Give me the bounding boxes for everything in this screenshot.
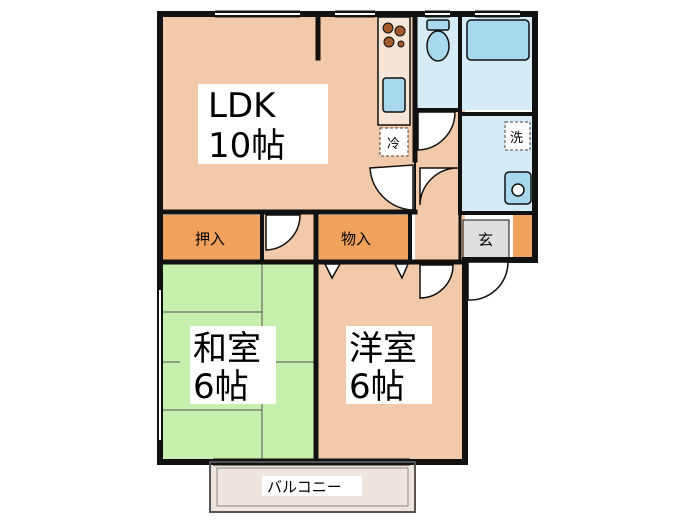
- entry-door: [467, 261, 509, 301]
- oshiire-door: [265, 214, 301, 251]
- washitsu-name: 和室: [193, 329, 261, 369]
- genkan-floor: [462, 219, 510, 259]
- walls: [157, 11, 538, 465]
- monoire-door: [323, 263, 410, 280]
- washer-space: [504, 121, 531, 151]
- youshitsu-door: [419, 264, 454, 299]
- washbasin-icon: [504, 171, 532, 205]
- youshitsu-label-box: [346, 326, 432, 404]
- fridge-label: 冷: [387, 137, 400, 152]
- washer-label: 洗: [510, 131, 523, 146]
- room-labels: LDK 10帖 押入 物入 玄 和室 6帖 洋室 6帖: [190, 84, 493, 407]
- ldk-door: [369, 164, 414, 211]
- fridge-space: [379, 127, 409, 157]
- balcony: バルコニー: [209, 461, 416, 513]
- room-fills: [160, 14, 535, 512]
- toilet-door: [417, 111, 456, 151]
- wash-door: [419, 167, 459, 206]
- ldk-name: LDK: [208, 86, 277, 126]
- bathtub-icon: [466, 19, 530, 61]
- kitchen: 冷: [377, 16, 411, 157]
- washitsu-size: 6帖: [193, 367, 249, 407]
- toilet-icon: [426, 19, 450, 62]
- sanitary: 洗: [426, 19, 532, 205]
- window-frames: [213, 10, 520, 466]
- stove-icon: [382, 22, 406, 48]
- balcony-label-box: [262, 476, 362, 496]
- washitsu-label-box: [190, 326, 276, 404]
- oshiire-closet: [160, 215, 262, 260]
- genkan-label: 玄: [478, 231, 493, 249]
- monoire-label: 物入: [341, 230, 371, 248]
- youshitsu-name: 洋室: [349, 329, 417, 369]
- youshitsu-size: 6帖: [349, 367, 405, 407]
- balcony-label: バルコニー: [267, 478, 342, 496]
- oshiire-label: 押入: [195, 230, 225, 248]
- genkan-step: [513, 215, 535, 260]
- monoire-closet: [319, 215, 409, 260]
- sink-icon: [382, 77, 406, 113]
- ldk-size: 10帖: [208, 126, 285, 166]
- ldk-label-box: [198, 84, 328, 164]
- doors: [265, 111, 509, 301]
